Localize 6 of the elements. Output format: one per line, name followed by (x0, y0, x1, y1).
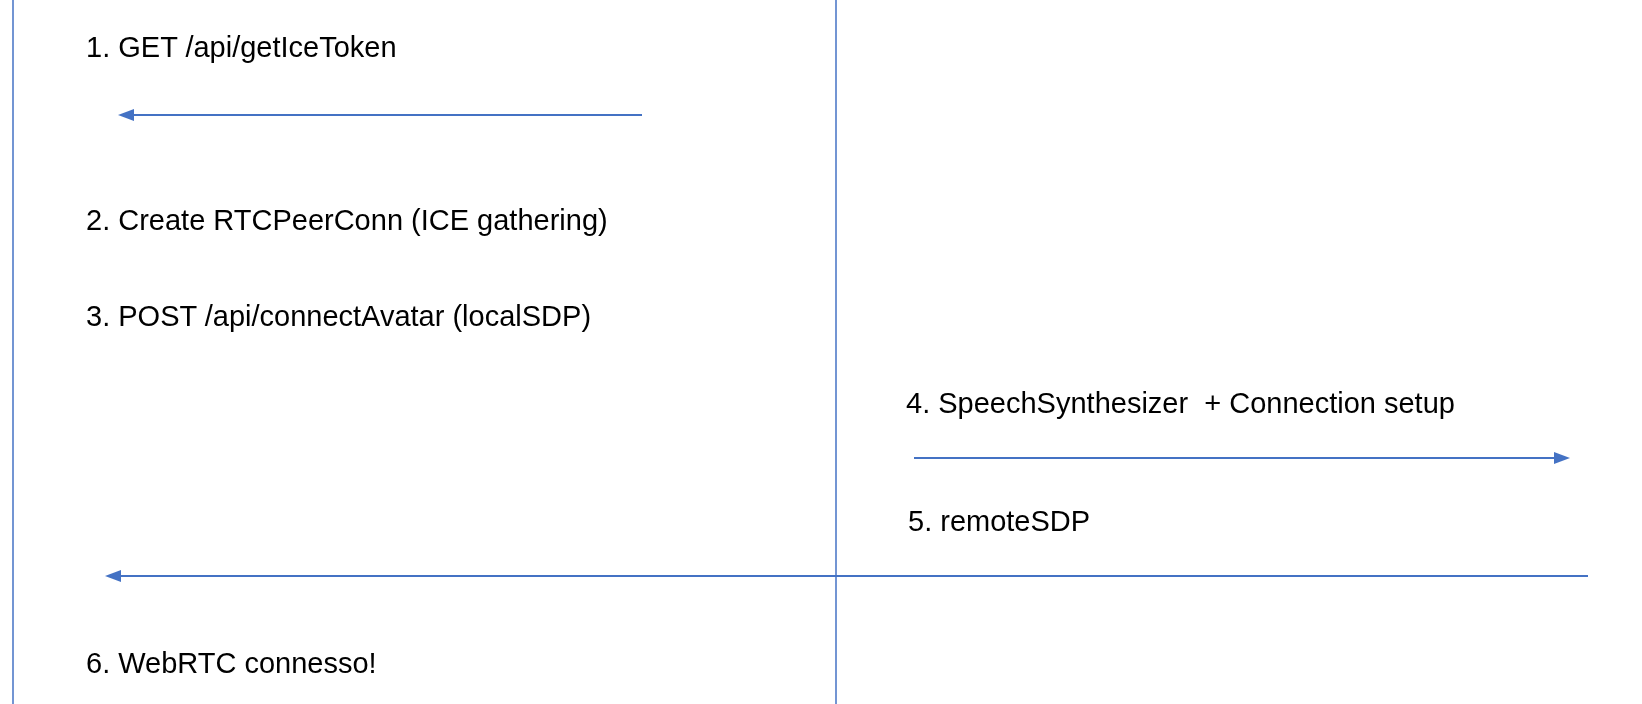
step-label: 3. POST /api/connectAvatar (localSDP) (86, 298, 592, 334)
step-label: 1. GET /api/getIceToken (86, 29, 397, 65)
step-label: 6. WebRTC connesso! (86, 645, 377, 681)
step-label: 2. Create RTCPeerConn (ICE gathering) (86, 202, 608, 238)
step-label: 4. SpeechSynthesizer + Connection setup (906, 385, 1455, 421)
step-label: 5. remoteSDP (908, 503, 1091, 539)
